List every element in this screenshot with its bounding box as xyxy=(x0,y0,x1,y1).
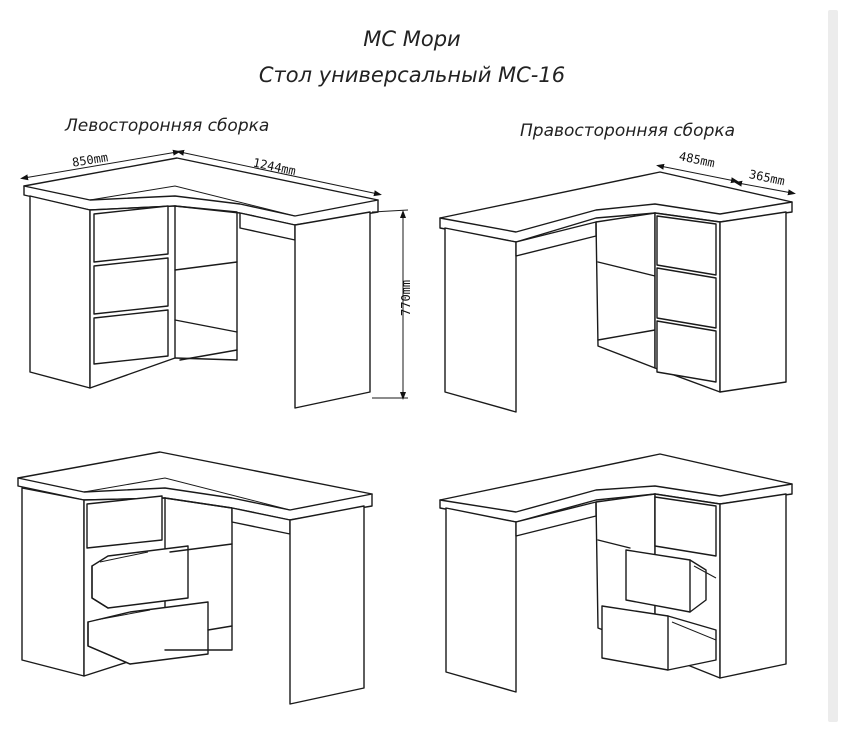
desk-right-open xyxy=(439,453,793,693)
product-title: Стол универсальный МС-16 xyxy=(259,63,565,87)
dim-485-label: 485mm xyxy=(678,149,716,170)
brand-title: МС Мори xyxy=(363,27,460,51)
right-assembly-label: Правосторонняя сборка xyxy=(520,121,735,141)
dim-365-label: 365mm xyxy=(748,167,786,188)
left-assembly-label: Левосторонняя сборка xyxy=(64,116,269,136)
dim-height: 770mm xyxy=(371,209,413,400)
scrollbar[interactable] xyxy=(828,10,838,722)
dim-770-label: 770mm xyxy=(399,280,413,316)
dim-depth-left: 850mm xyxy=(20,149,181,181)
dim-depth-right-side: 365mm xyxy=(734,167,796,196)
desk-right-closed xyxy=(439,171,793,413)
desk-left-open xyxy=(17,451,373,705)
dim-850-label: 850mm xyxy=(71,150,109,169)
desk-left-closed xyxy=(23,157,379,409)
